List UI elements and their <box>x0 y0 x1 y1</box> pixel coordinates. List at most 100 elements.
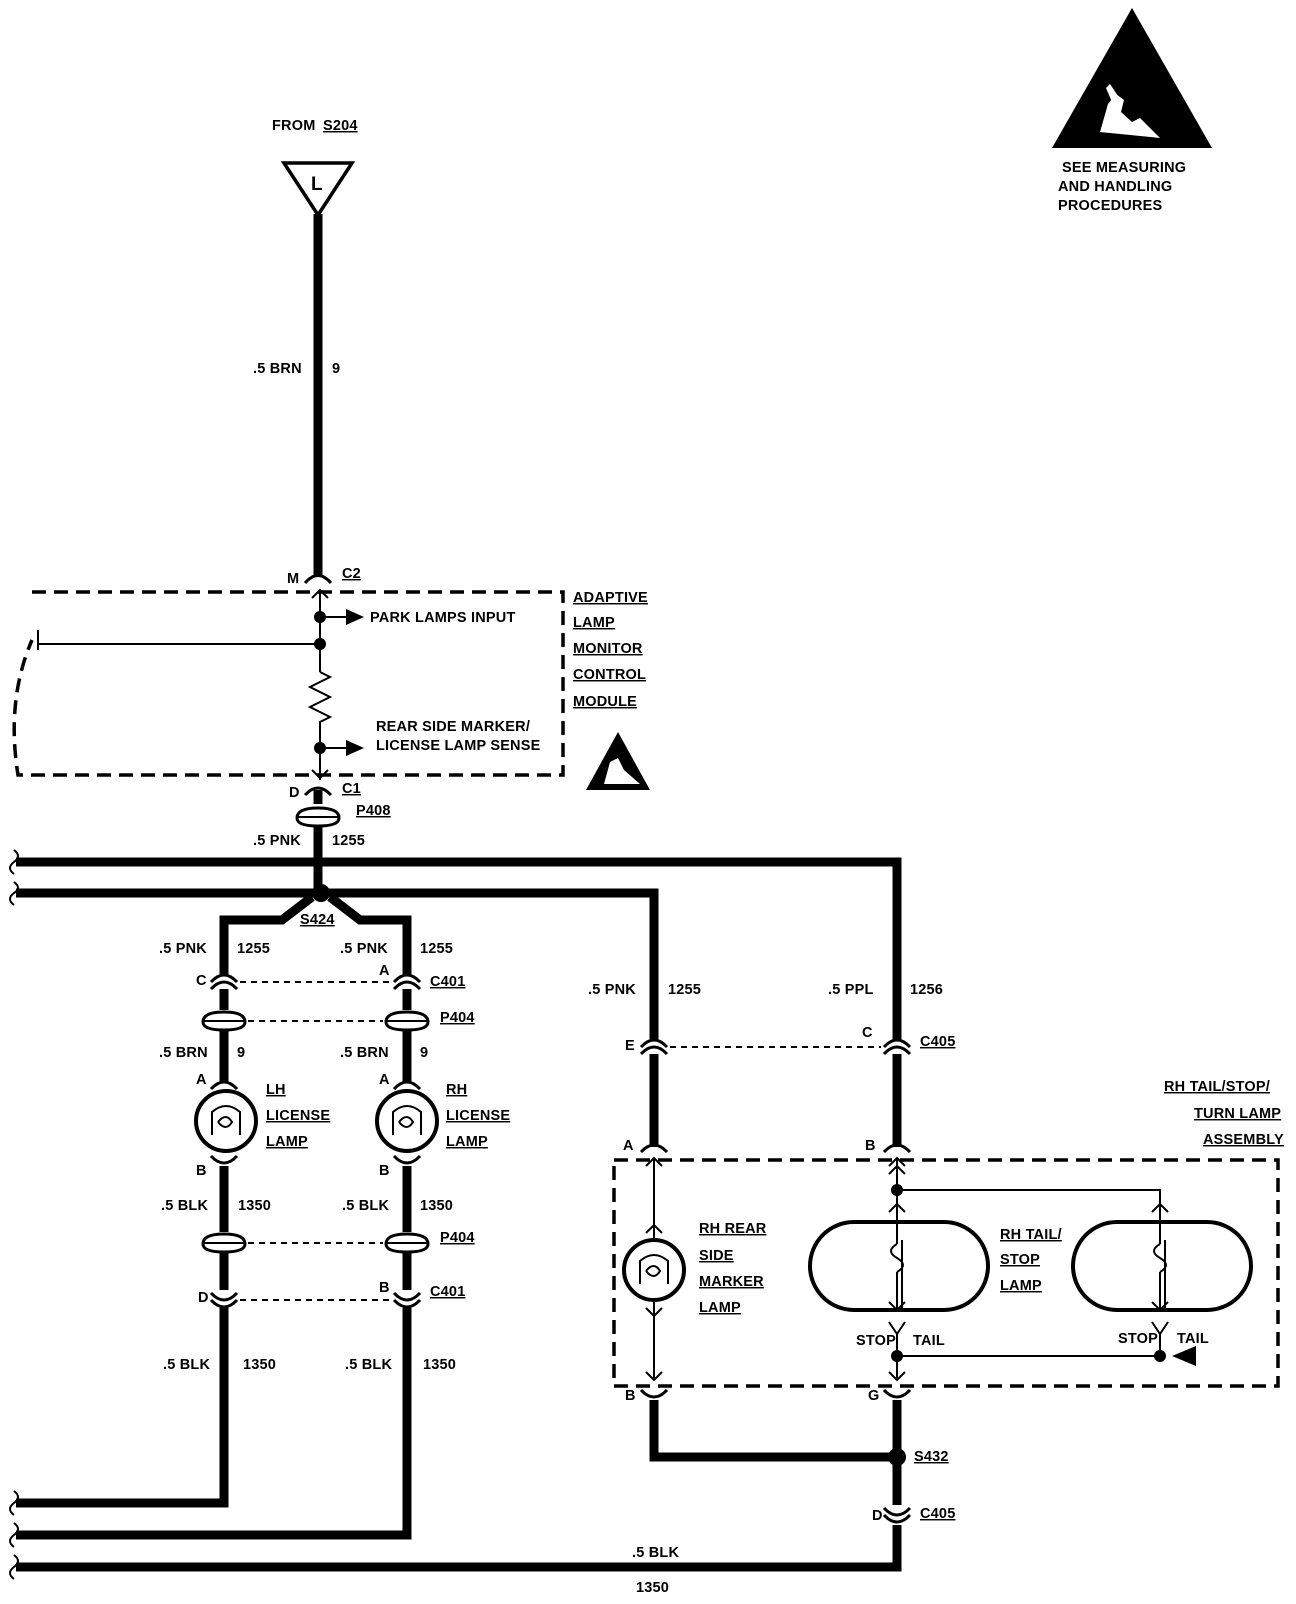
wire-to-rh <box>327 893 412 975</box>
p408-label: P408 <box>356 803 391 819</box>
ground-circuit: 1350 <box>636 1580 669 1596</box>
rh-c401-pin: A <box>379 963 390 979</box>
module-name-line3: MONITOR <box>573 641 643 657</box>
s424-label: S424 <box>300 912 335 928</box>
stop-label-2: STOP <box>1118 1331 1158 1347</box>
tail-stop-lamp-1-icon <box>808 1216 990 1312</box>
lh-brn-circuit: 9 <box>237 1045 245 1061</box>
rh-lamp-line2: LICENSE <box>446 1108 510 1124</box>
lh-lamp-line1: LH <box>266 1082 286 1098</box>
module-input2-line1: REAR SIDE MARKER/ <box>376 719 530 735</box>
lh-pnk-gauge: .5 PNK <box>159 941 207 957</box>
module-esd-icon <box>586 732 650 790</box>
module-conn-top: C2 <box>342 566 361 582</box>
rh-pnk-gauge: .5 PNK <box>340 941 388 957</box>
rh-lamp-line1: RH <box>446 1082 467 1098</box>
lh-blk-gauge-1: .5 BLK <box>161 1198 208 1214</box>
lh-lamp-pin-b: B <box>196 1163 207 1179</box>
s424-splice <box>312 884 330 902</box>
bus-node <box>314 638 326 650</box>
wire-to-lh <box>219 893 315 975</box>
esd-warning-icon <box>1052 8 1212 148</box>
wire-pnk-1255-right <box>318 888 659 1040</box>
esd-note-line3: PROCEDURES <box>1058 198 1162 214</box>
module-pin-bottom: D <box>289 785 300 801</box>
assembly-pin-b-bottom: B <box>625 1388 636 1404</box>
module-name-line5: MODULE <box>573 694 637 710</box>
tail-lamp-line3: LAMP <box>1000 1278 1042 1294</box>
c405-pin-e: E <box>625 1038 635 1054</box>
c401-bottom-label: C401 <box>430 1284 465 1300</box>
wire-brn-9-circuit: 9 <box>332 361 340 377</box>
module-outline <box>12 590 565 777</box>
assembly-line3: ASSEMBLY <box>1203 1132 1284 1148</box>
rh-license-lamp-icon <box>375 1089 439 1153</box>
e-pnk-circuit: 1255 <box>668 982 701 998</box>
trunk-circuit: 1255 <box>332 833 365 849</box>
source-splice-label: S204 <box>323 118 358 134</box>
lh-ground-wire <box>16 1308 229 1508</box>
rh-blk-gauge-2: .5 BLK <box>345 1357 392 1373</box>
rh-lamp-line3: LAMP <box>446 1134 488 1150</box>
s432-splice <box>888 1448 906 1466</box>
p404-bottom-label: P404 <box>440 1230 475 1246</box>
tail-label-1: TAIL <box>913 1333 945 1349</box>
esd-note-line2: AND HANDLING <box>1058 179 1172 195</box>
tail-stop-lamp-2-icon <box>1071 1216 1253 1312</box>
side-marker-lamp-icon <box>622 1238 686 1302</box>
c401-top-label: C401 <box>430 974 465 990</box>
tail-lamp-line2: STOP <box>1000 1252 1040 1268</box>
rh-brn-circuit: 9 <box>420 1045 428 1061</box>
rh-c401-pin-b: B <box>379 1280 390 1296</box>
module-resistor <box>307 671 333 748</box>
b-ppl-gauge: .5 PPL <box>828 982 874 998</box>
assembly-pin-g: G <box>868 1388 879 1404</box>
lh-blk-circuit-1: 1350 <box>238 1198 271 1214</box>
rh-brn-gauge: .5 BRN <box>340 1045 389 1061</box>
main-ground-wire <box>16 1525 902 1572</box>
c405-pin-d: D <box>872 1508 883 1524</box>
module-name-line4: CONTROL <box>573 667 646 683</box>
c405-bottom-label: C405 <box>920 1506 955 1522</box>
rh-ground-wire <box>16 1308 412 1540</box>
lh-c401-pin-d: D <box>198 1290 209 1306</box>
assembly-pin-a: A <box>623 1138 634 1154</box>
module-name-line2: LAMP <box>573 615 615 631</box>
stop-label-1: STOP <box>856 1333 896 1349</box>
assembly-pin-b-top: B <box>865 1138 876 1154</box>
lh-brn-gauge: .5 BRN <box>159 1045 208 1061</box>
ground-arrow-icon <box>1172 1346 1196 1366</box>
from-label: FROM <box>272 118 316 134</box>
source-terminal: L <box>280 161 356 219</box>
side-marker-line2: SIDE <box>699 1248 734 1264</box>
module-pin-top: M <box>287 571 299 587</box>
assembly-line1: RH TAIL/STOP/ <box>1164 1079 1270 1095</box>
wire-brn-9-gauge: .5 BRN <box>253 361 302 377</box>
tail-lamp-line1: RH TAIL/ <box>1000 1227 1062 1243</box>
side-marker-line1: RH REAR <box>699 1221 767 1237</box>
lh-lamp-line2: LICENSE <box>266 1108 330 1124</box>
s432-label: S432 <box>914 1449 949 1465</box>
c405-top-label: C405 <box>920 1034 955 1050</box>
rh-blk-circuit-2: 1350 <box>423 1357 456 1373</box>
lh-license-lamp-icon <box>194 1089 258 1153</box>
wire-ppl-1256 <box>318 857 902 1040</box>
p404-top-label: P404 <box>440 1010 475 1026</box>
module-input1: PARK LAMPS INPUT <box>370 610 516 626</box>
lh-blk-circuit-2: 1350 <box>243 1357 276 1373</box>
c1-connector-symbol <box>303 786 333 797</box>
rh-blk-circuit-1: 1350 <box>420 1198 453 1214</box>
ground-gauge: .5 BLK <box>632 1545 679 1561</box>
lh-lamp-line3: LAMP <box>266 1134 308 1150</box>
module-conn-bottom: C1 <box>342 781 361 797</box>
trunk-gauge: .5 PNK <box>253 833 301 849</box>
c405-pin-c: C <box>862 1025 873 1041</box>
rh-pnk-circuit: 1255 <box>420 941 453 957</box>
lh-pnk-circuit: 1255 <box>237 941 270 957</box>
lh-blk-gauge-2: .5 BLK <box>163 1357 210 1373</box>
rh-lamp-pin-b: B <box>379 1163 390 1179</box>
rh-blk-gauge-1: .5 BLK <box>342 1198 389 1214</box>
rh-lamp-pin-a: A <box>379 1072 390 1088</box>
module-name-line1: ADAPTIVE <box>573 590 648 606</box>
